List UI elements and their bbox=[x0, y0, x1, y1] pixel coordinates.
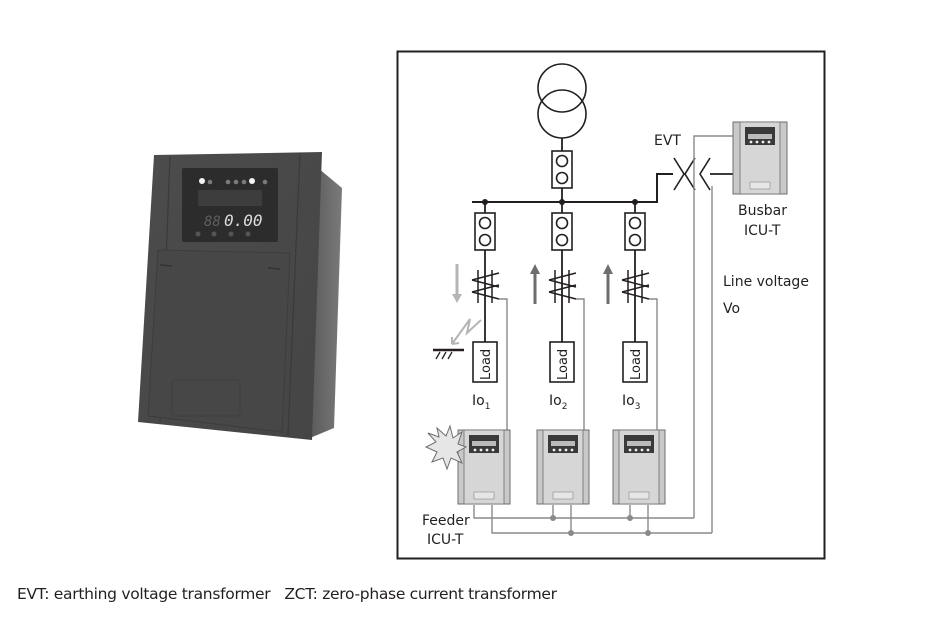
zct-signal-wire bbox=[649, 298, 658, 430]
zct-icon bbox=[471, 270, 500, 303]
load-label: Load bbox=[556, 349, 571, 380]
load-label: Load bbox=[479, 349, 494, 380]
evt-label: EVT bbox=[654, 133, 681, 149]
seven-seg-readout: 0.00 bbox=[224, 211, 263, 230]
current-label: Io1 bbox=[472, 393, 490, 412]
line-voltage-label: Line voltage bbox=[723, 274, 809, 290]
evt-definition: EVT: earthing voltage transformer bbox=[17, 585, 271, 603]
feeder-label: Feeder bbox=[422, 513, 470, 529]
fault-flash-icon bbox=[424, 424, 468, 471]
load-box bbox=[472, 341, 498, 383]
diagram-frame bbox=[396, 50, 826, 560]
legend-caption: EVT: earthing voltage transformer ZCT: ze… bbox=[17, 585, 557, 603]
feeder-breaker-icon bbox=[624, 212, 646, 251]
zct-icon bbox=[621, 270, 650, 303]
arrow-head bbox=[530, 264, 540, 274]
zct-signal-wire bbox=[499, 298, 508, 430]
feeder-breaker-icon bbox=[551, 212, 573, 251]
panel-buttons bbox=[195, 231, 251, 237]
busbar-label: Busbar bbox=[738, 203, 787, 219]
signal-bus-upper bbox=[473, 505, 694, 519]
front-cover bbox=[147, 249, 291, 433]
signal-bus-lower bbox=[491, 505, 712, 534]
feeder-icu-t-device bbox=[536, 429, 590, 505]
earth-ground-icon bbox=[433, 348, 464, 360]
feeder-icu-t-device bbox=[457, 429, 511, 505]
arrow-head bbox=[452, 294, 462, 303]
icu-t-product-photo: 88 0.00 bbox=[138, 152, 342, 440]
status-leds bbox=[199, 178, 268, 185]
zct-definition: ZCT: zero-phase current transformer bbox=[284, 585, 557, 603]
load-box bbox=[622, 341, 648, 383]
arrow-head bbox=[603, 264, 613, 274]
load-label: Load bbox=[629, 349, 644, 380]
lcd-screen bbox=[198, 190, 262, 206]
current-label: Io3 bbox=[622, 393, 640, 412]
zct-icon bbox=[548, 270, 577, 303]
evt-icon bbox=[673, 157, 711, 191]
busbar-icu-t-device bbox=[732, 121, 788, 195]
feeder-breaker-icon bbox=[474, 212, 496, 251]
fault-lightning-icon bbox=[451, 318, 482, 345]
main-transformer-icon bbox=[537, 63, 587, 139]
vo-label: Vo bbox=[723, 301, 740, 317]
busbar-icu-t-label: ICU-T bbox=[744, 223, 781, 239]
feeder-icu-t-device bbox=[612, 429, 666, 505]
main-breaker-icon bbox=[551, 150, 573, 189]
load-box bbox=[549, 341, 575, 383]
current-label: Io2 bbox=[549, 393, 567, 412]
seven-seg-prefix: 88 bbox=[204, 214, 221, 230]
zct-signal-wire bbox=[576, 298, 585, 430]
feeder-icu-t-label: ICU-T bbox=[427, 532, 464, 548]
